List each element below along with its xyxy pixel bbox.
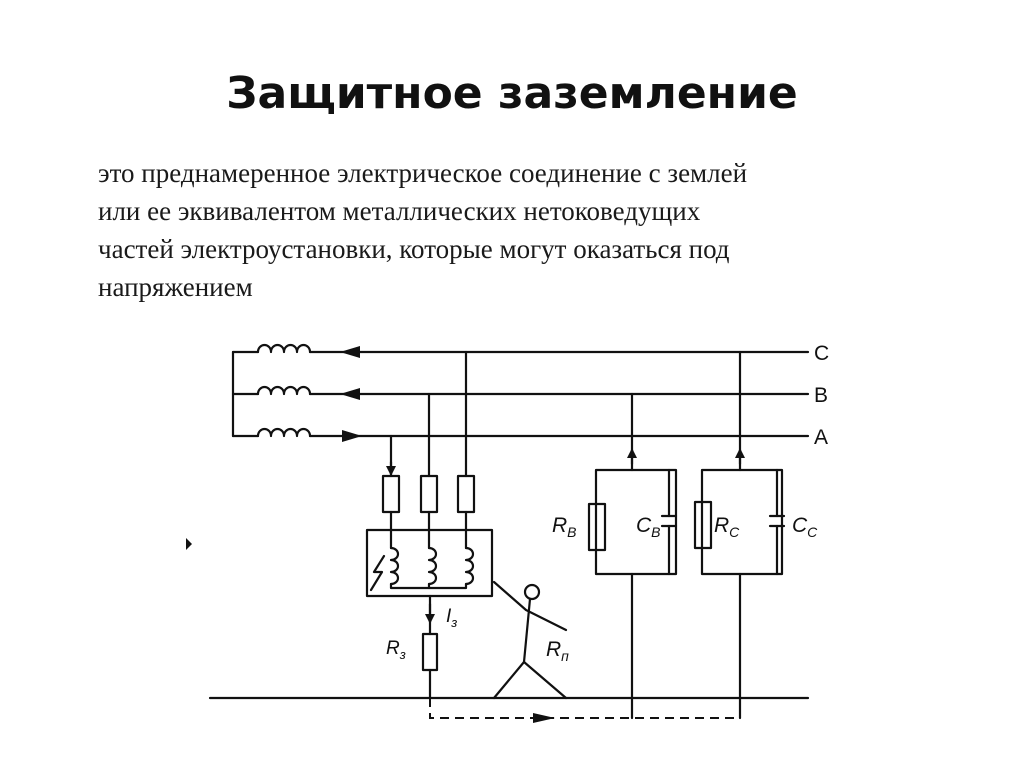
- label-cc: CC: [792, 514, 818, 540]
- label-cb: CB: [636, 514, 661, 540]
- fuse-1: [381, 474, 401, 514]
- phase-label-b: B: [814, 384, 828, 407]
- generator-coil-c: [256, 343, 312, 354]
- insulation-fault-icon: [369, 554, 386, 592]
- label-iz: Iз: [446, 606, 457, 630]
- motor-winding-2: [427, 546, 438, 586]
- label-rz: Rз: [386, 638, 406, 662]
- return-current-arrow: [533, 713, 555, 723]
- generator-coil-a: [256, 427, 312, 438]
- fuse-3: [456, 474, 476, 514]
- definition-text: это преднамеренное электрическое соедине…: [98, 158, 748, 302]
- generator-coil-b: [256, 385, 312, 396]
- ground-resistor-rz: [421, 632, 439, 672]
- resistor-rb: [587, 502, 607, 552]
- motor-winding-3: [464, 546, 475, 586]
- label-rp: Rп: [546, 638, 569, 664]
- edge-mark: [186, 538, 192, 550]
- person-figure: [492, 580, 568, 700]
- phase-label-c: C: [814, 342, 829, 365]
- label-rc: RC: [714, 514, 740, 540]
- resistor-rc: [693, 500, 713, 550]
- fuse-2: [419, 474, 439, 514]
- slide-title: Защитное заземление: [226, 68, 798, 119]
- phase-b-arrow: [340, 388, 360, 400]
- motor-winding-1: [389, 546, 400, 586]
- phase-a-arrow: [342, 430, 362, 442]
- phase-c-arrow: [340, 346, 360, 358]
- label-rb: RB: [552, 514, 577, 540]
- phase-label-a: A: [814, 426, 828, 449]
- current-return-path: [429, 698, 740, 719]
